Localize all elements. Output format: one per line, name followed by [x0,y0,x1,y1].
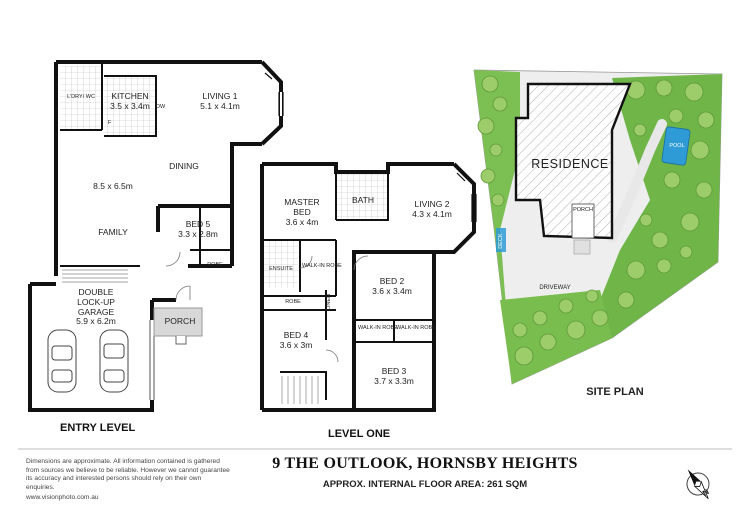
bed5-dimensions: 3.3 x 2.8m [178,228,218,239]
laundry-wc-label: L'DRY/ WC [67,94,95,100]
entry-porch-label: PORCH [164,316,196,326]
bath-label: BATH [351,195,375,205]
bed5-label: BED 5 3.3 x 2.8m [168,219,228,240]
kitchen-dimensions: 3.5 x 3.4m [110,100,150,111]
family-dimensions: 8.5 x 6.5m [93,181,133,191]
site-porch-steps [573,239,591,255]
entry-east-wall [230,142,262,266]
wir2-line1: WALK-IN [358,325,381,331]
living2-dimensions: 4.3 x 4.1m [412,208,452,219]
wir1-line1: WALK-IN [302,263,325,269]
living2-label: LIVING 2 4.3 x 4.1m [402,199,462,220]
walk-in-robe-master-label: WALK-IN ROBE [302,263,342,269]
wir3-line2: ROBE [420,325,436,331]
bed4-label: BED 4 3.6 x 3m [268,330,324,351]
wir1-line2: ROBE [326,263,342,269]
kitchen-label: KITCHEN 3.5 x 3.4m [104,91,156,112]
garage-label: DOUBLE LOCK-UP GARAGE 5.9 x 6.2m [58,287,134,327]
entry-level-plan [28,60,284,412]
bed2-dimensions: 3.6 x 3.4m [372,285,412,296]
bed3-label: BED 3 3.7 x 3.3m [364,366,424,387]
entry-bay-wall [260,60,283,146]
master-dimensions: 3.6 x 4m [285,216,319,227]
living1-label: LIVING 1 5.1 x 4.1m [190,91,250,112]
website-url: www.visionphoto.com.au [26,494,99,502]
master-line2: BED [293,206,311,217]
living1-dimensions: 5.1 x 4.1m [200,100,240,111]
deck-label: DECK [497,233,504,249]
garage-cars [47,329,129,393]
dishwasher-label: DW [156,104,166,110]
garage-dimensions: 5.9 x 6.2m [76,316,116,327]
level-one-plan [260,162,477,412]
bed3-name: BED 3 [381,366,407,376]
master-line1: MASTER [284,197,320,207]
driveway-label: DRIVEWAY [539,285,571,291]
site-path [607,119,667,243]
site-porch-label: PORCH [573,207,593,213]
ensuite-label: ENSUITE [269,266,293,272]
bed4-dimensions: 3.6 x 3m [279,339,313,350]
entry-level-title: ENTRY LEVEL [60,422,136,434]
property-address: 9 THE OUTLOOK, HORNSBY HEIGHTS [272,455,578,472]
internal-floor-area: APPROX. INTERNAL FLOOR AREA: 261 SQM [322,479,528,490]
disclaimer-text: Dimensions are approximate. All informat… [26,458,230,491]
linen-label: LINEN [325,293,332,311]
site-residence [514,82,632,240]
bed2-label: BED 2 3.6 x 3.4m [362,276,422,297]
wir2-line2: ROBE [382,325,398,331]
level1-south-wall [262,252,436,412]
level1-outer-north [262,162,454,174]
bath-floor [336,172,388,218]
site-lawn [474,70,520,384]
site-pool [661,126,691,166]
bed3-dimensions: 3.7 x 3.3m [374,375,414,386]
site-porch [571,203,595,239]
wir3-line1: WALK-IN [396,325,419,331]
site-plan-title: SITE PLAN [586,386,644,398]
north-arrow-icon [686,469,710,500]
master-bed-label: MASTER BED 3.6 x 4m [272,197,332,227]
site-deck [496,228,506,252]
dining-label: DINING [169,161,199,171]
kitchen-floor [104,76,156,136]
living2-name: LIVING 2 [414,199,450,209]
garage-line1: DOUBLE [78,287,114,297]
level-one-title: LEVEL ONE [328,428,391,440]
kitchen-name: KITCHEN [111,91,149,101]
bed5-name: BED 5 [185,219,211,229]
fridge-label: F [108,120,112,126]
garage-line2: LOCK-UP [77,296,115,307]
walk-in-robe-bed2-label: WALK-IN ROBE [358,325,398,331]
laundry-floor [60,66,102,130]
site-trees [477,75,715,366]
ensuite-floor [264,240,298,288]
level1-east-wall [352,250,430,410]
walk-in-robe-bed3-label: WALK-IN ROBE [396,325,436,331]
disclaimer: Dimensions are approximate. All informat… [26,458,231,503]
bed2-name: BED 2 [379,276,405,286]
site-plan [473,69,723,385]
site-garden-south [500,290,612,384]
family-label: FAMILY [98,227,128,237]
living1-name: LIVING 1 [202,91,238,101]
residence-label: RESIDENCE [531,157,609,171]
bed4-name: BED 4 [283,330,309,340]
garage-line3: GARAGE [77,306,115,317]
bed5-robe-label: ROBE [207,262,223,268]
bed4-robe-label: ROBE [285,299,301,305]
pool-label: POOL [669,143,685,149]
